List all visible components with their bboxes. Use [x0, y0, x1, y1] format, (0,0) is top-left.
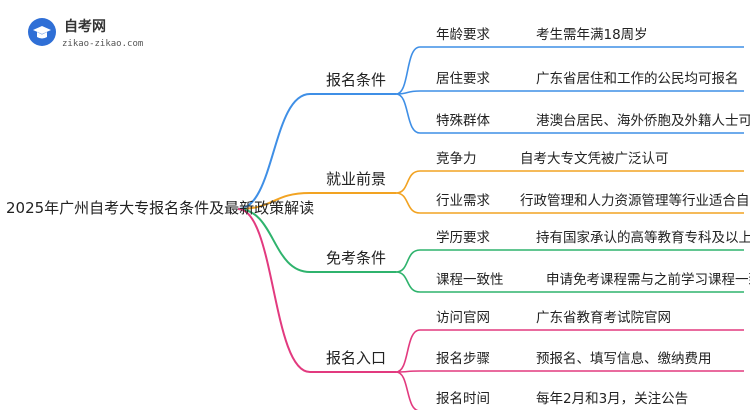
- branch-label: 就业前景: [326, 170, 387, 188]
- leaf-value: 港澳台居民、海外侨胞及外籍人士可参加: [536, 113, 750, 129]
- logo-title: 自考网: [64, 19, 106, 35]
- leaf-key: 学历要求: [436, 230, 490, 246]
- root-topic: 2025年广州自考大专报名条件及最新政策解读: [6, 199, 315, 217]
- branch-label: 报名条件: [326, 71, 387, 89]
- branch-label: 免考条件: [326, 249, 387, 267]
- leaf-value: 考生需年满18周岁: [536, 27, 648, 43]
- connector-root-to-branch: [237, 208, 311, 373]
- leaf-value: 预报名、填写信息、缴纳费用: [536, 351, 712, 367]
- connector-branch-to-leaf: [395, 249, 421, 273]
- graduation-cap-icon: [28, 18, 56, 46]
- leaf-key: 年龄要求: [436, 27, 490, 43]
- leaf-key: 报名时间: [436, 391, 490, 407]
- leaf-value: 行政管理和人力资源管理等行业适合自考生: [520, 193, 750, 209]
- connector-branch-to-leaf: [395, 93, 421, 134]
- connector-branch-to-leaf: [395, 192, 421, 214]
- site-logo: 自考网 zikao-zikao.com: [18, 14, 143, 54]
- leaf-value: 申请免考课程需与之前学习课程一致: [546, 272, 750, 288]
- connector-root-to-branch: [237, 192, 311, 210]
- leaf-key: 课程一致性: [436, 272, 504, 288]
- connector-root-to-branch: [237, 93, 311, 210]
- leaf-key: 居住要求: [436, 71, 490, 87]
- leaf-value: 每年2月和3月，关注公告: [536, 391, 689, 407]
- connector-branch-to-leaf: [395, 371, 420, 410]
- leaf-key: 特殊群体: [436, 113, 490, 129]
- connector-branch-to-leaf: [395, 46, 421, 95]
- connector-branch-to-leaf: [395, 271, 421, 293]
- leaf-value: 持有国家承认的高等教育专科及以上学历: [536, 230, 750, 246]
- connector-root-to-branch: [237, 208, 311, 273]
- leaf-key: 访问官网: [436, 310, 490, 326]
- connector-branch-to-leaf: [395, 329, 421, 373]
- leaf-value: 自考大专文凭被广泛认可: [520, 151, 669, 167]
- leaf-key: 行业需求: [436, 193, 490, 209]
- logo-subtitle: zikao-zikao.com: [62, 39, 144, 49]
- branch-label: 报名入口: [326, 349, 387, 367]
- connector-branch-to-leaf: [395, 170, 421, 194]
- leaf-value: 广东省居住和工作的公民均可报名: [536, 71, 739, 87]
- leaf-value: 广东省教育考试院官网: [536, 310, 671, 326]
- leaf-key: 竞争力: [436, 151, 477, 167]
- leaf-key: 报名步骤: [436, 351, 490, 367]
